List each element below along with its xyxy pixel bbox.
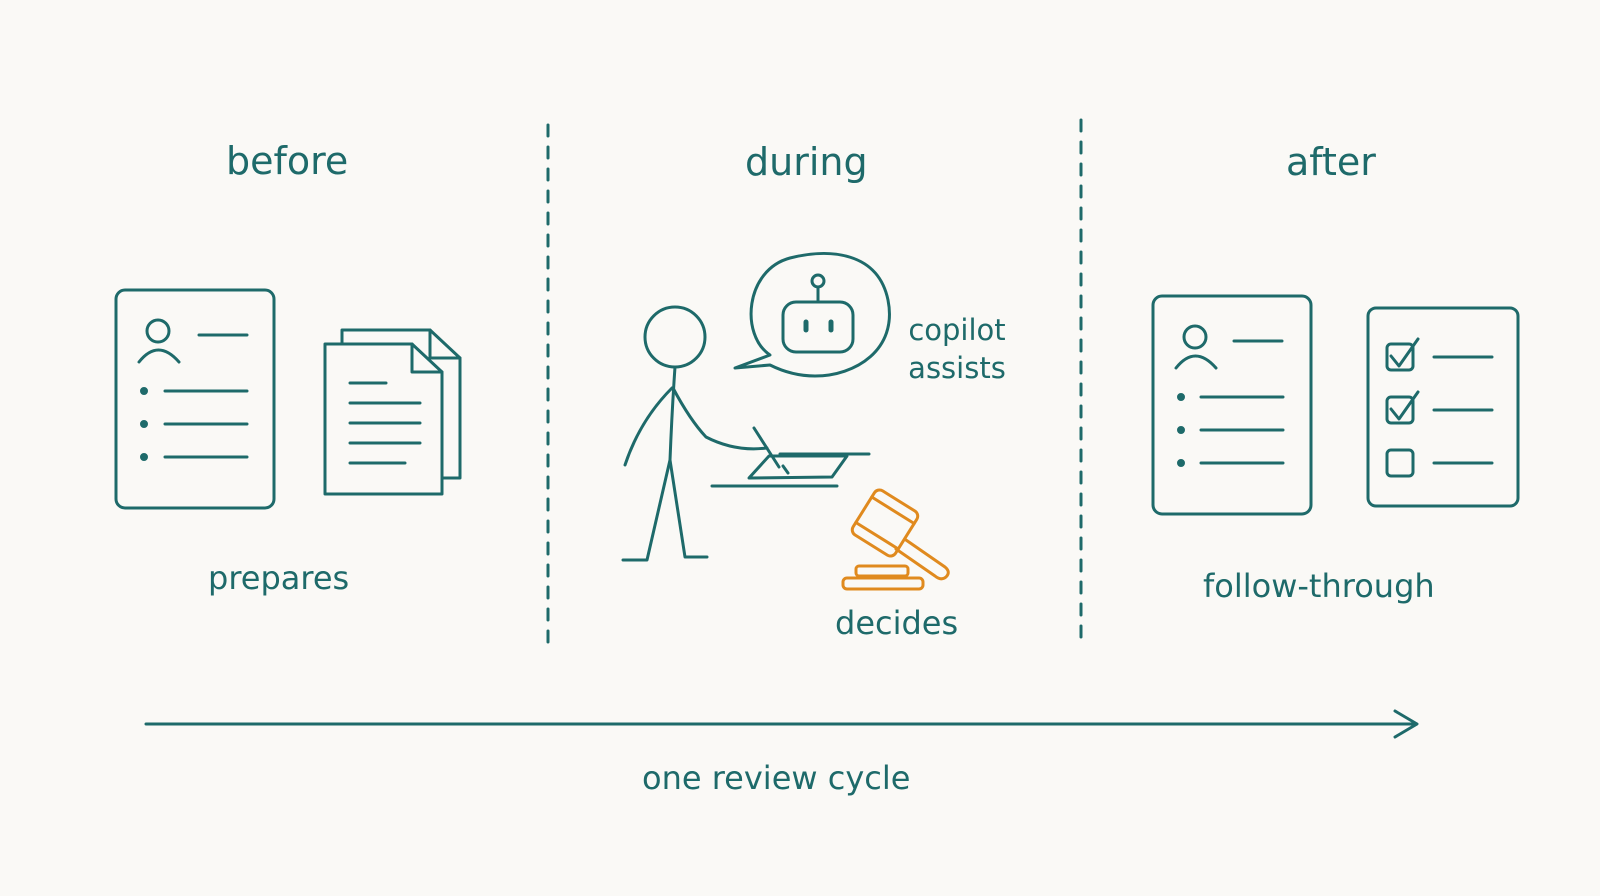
caption-prepares: prepares bbox=[208, 559, 350, 597]
robot-speech-bubble-icon bbox=[733, 252, 891, 378]
phase-title-after: after bbox=[1286, 140, 1376, 184]
timeline-label: one review cycle bbox=[642, 759, 911, 797]
checklist-icon bbox=[1366, 306, 1520, 508]
stacked-documents-icon bbox=[323, 328, 462, 496]
checklist-item-3 bbox=[1385, 448, 1494, 478]
arrow-right-icon bbox=[144, 709, 1419, 739]
phase-title-during: during bbox=[745, 140, 868, 184]
gavel-icon bbox=[841, 488, 950, 591]
profile-document-icon bbox=[114, 288, 276, 510]
caption-decides: decides bbox=[835, 604, 959, 642]
checklist-item-2 bbox=[1385, 390, 1494, 425]
checkmark-icon bbox=[1389, 337, 1420, 368]
checklist-item-1 bbox=[1385, 337, 1494, 372]
after-profile-document-icon bbox=[1151, 294, 1313, 516]
stick-figure-icon bbox=[621, 305, 769, 562]
copilot-assists-note: copilot assists bbox=[908, 313, 1006, 385]
caption-follow-through: follow-through bbox=[1203, 567, 1435, 605]
phase-title-before: before bbox=[226, 139, 349, 183]
writing-pen-icon bbox=[710, 426, 871, 488]
checkmark-icon bbox=[1389, 390, 1420, 421]
